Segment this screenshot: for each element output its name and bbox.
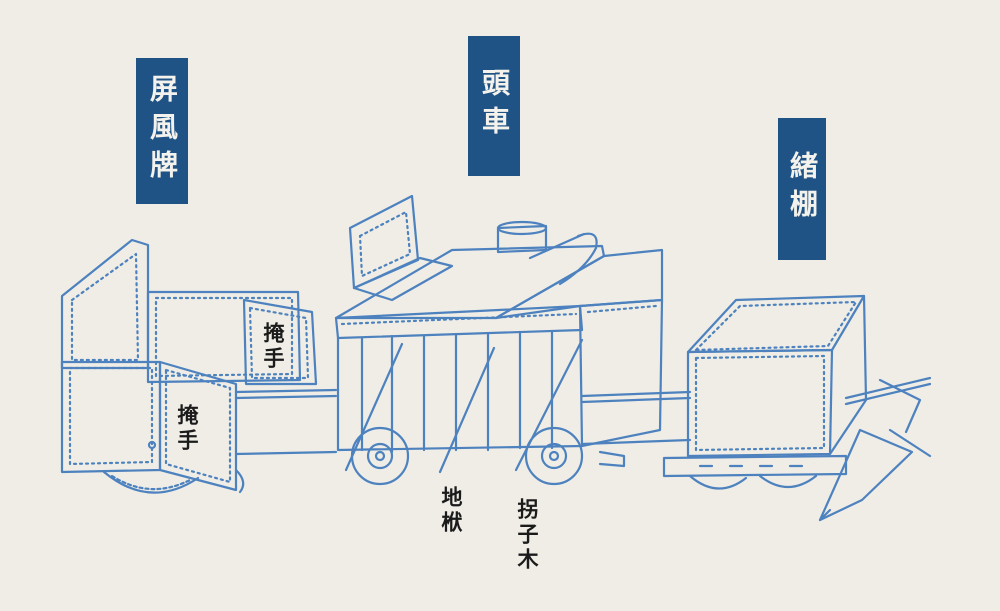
label-ground-prop: 地栿 <box>439 486 464 536</box>
label-cover-hand-upper: 掩手 <box>261 322 286 372</box>
title-tag-screen-shield: 屏風牌 <box>136 58 188 204</box>
tent-cart <box>662 294 932 522</box>
label-cover-hand-lower: 掩手 <box>175 404 200 454</box>
lead-cart <box>334 194 664 486</box>
title-tag-tent-cart: 緒棚 <box>778 118 826 260</box>
label-crutch-wood: 拐子木 <box>515 498 540 573</box>
connecting-beam <box>580 390 692 446</box>
screen-shield-cart <box>60 238 338 494</box>
title-tag-lead-cart: 頭車 <box>468 36 520 176</box>
